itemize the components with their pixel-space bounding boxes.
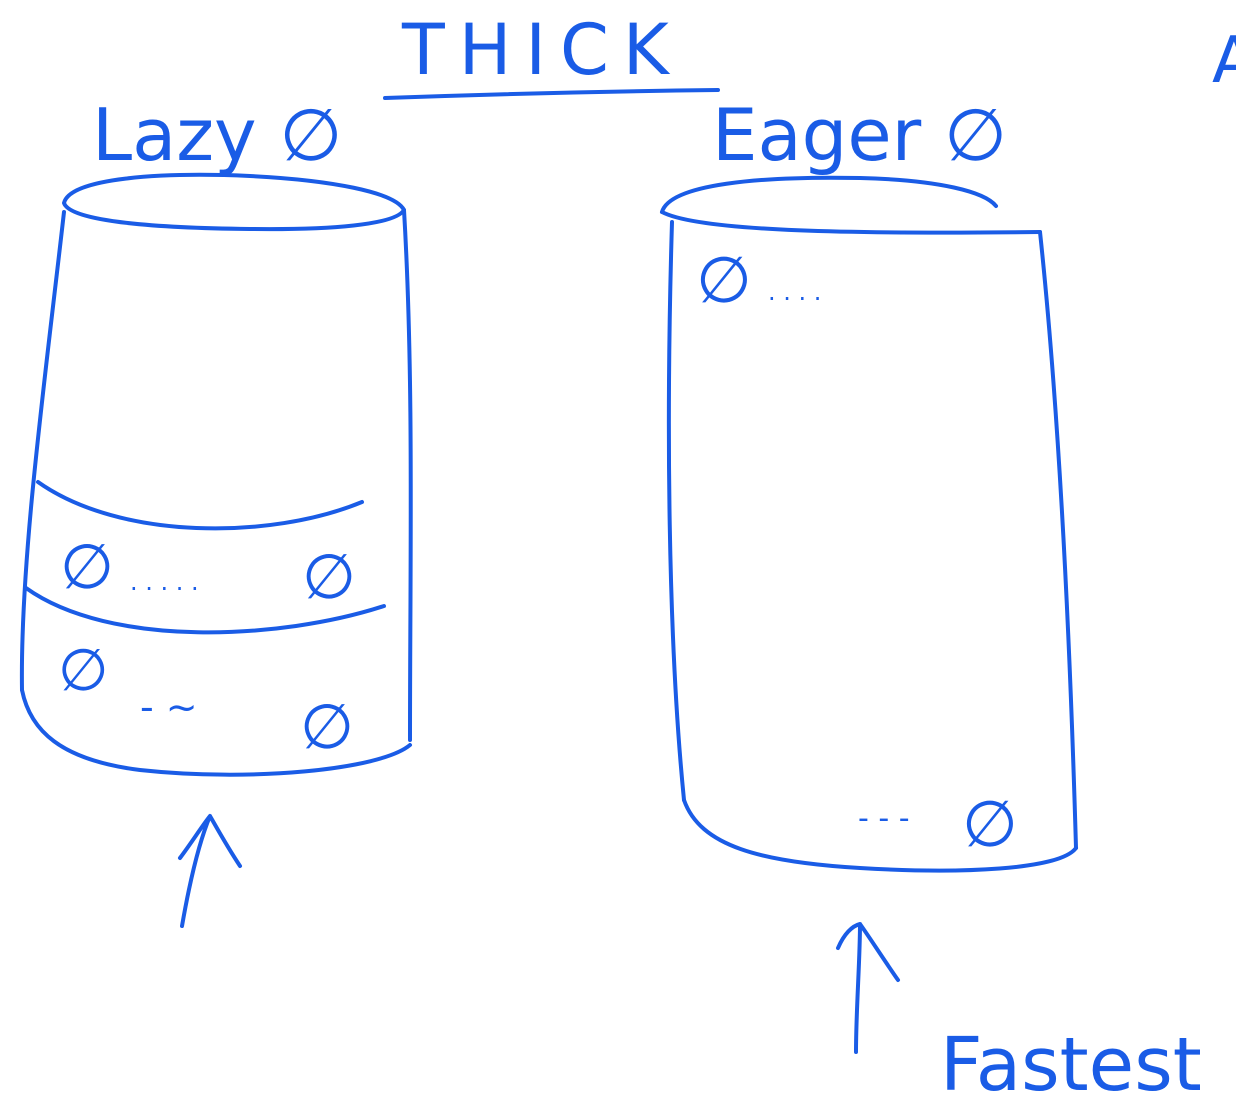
eager-drum-top-rim (660, 210, 1042, 235)
eager-top-symbol: ∅ (696, 244, 752, 318)
lazy-layer-line-2 (24, 586, 386, 635)
title-thick: THICK (401, 9, 683, 91)
lazy-row2-dots: - ~ (140, 685, 198, 729)
eager-drum-left-side (666, 220, 686, 802)
lazy-drum-left-side (19, 210, 66, 692)
fastest-label: Fastest (940, 1022, 1202, 1108)
eager-drum-right-side (1038, 230, 1078, 850)
lazy-row1-dots: . . . . . (130, 568, 199, 596)
lazy-row2-right-symbol: ∅ (300, 690, 354, 763)
lazy-row1-left-symbol: ∅ (60, 530, 114, 603)
eager-drum-bottom (682, 798, 1078, 873)
lazy-up-arrow (178, 814, 242, 928)
eager-bottom-symbol: ∅ (962, 788, 1018, 862)
eager-drum: Eager ∅ ∅ . . . . - - - ∅ Fastest (660, 93, 1202, 1108)
eager-drum-top (660, 175, 998, 214)
eager-label: Eager ∅ (712, 93, 1007, 177)
lazy-drum-bottom (20, 688, 412, 777)
lazy-label: Lazy ∅ (92, 93, 342, 177)
eager-top-dots: . . . . (768, 278, 821, 306)
corner-mark: A (1212, 24, 1236, 98)
lazy-drum-top (62, 172, 406, 232)
title-underline (383, 88, 720, 100)
eager-bottom-dots: - - - (858, 801, 910, 836)
eager-up-arrow (836, 922, 900, 1054)
lazy-drum: Lazy ∅ ∅ . . . . . ∅ ∅ - ~ ∅ (19, 93, 413, 928)
lazy-row2-left-symbol: ∅ (58, 636, 109, 704)
lazy-drum-right-side (402, 208, 413, 742)
lazy-row1-right-symbol: ∅ (302, 540, 356, 613)
lazy-layer-line-1 (36, 480, 364, 531)
